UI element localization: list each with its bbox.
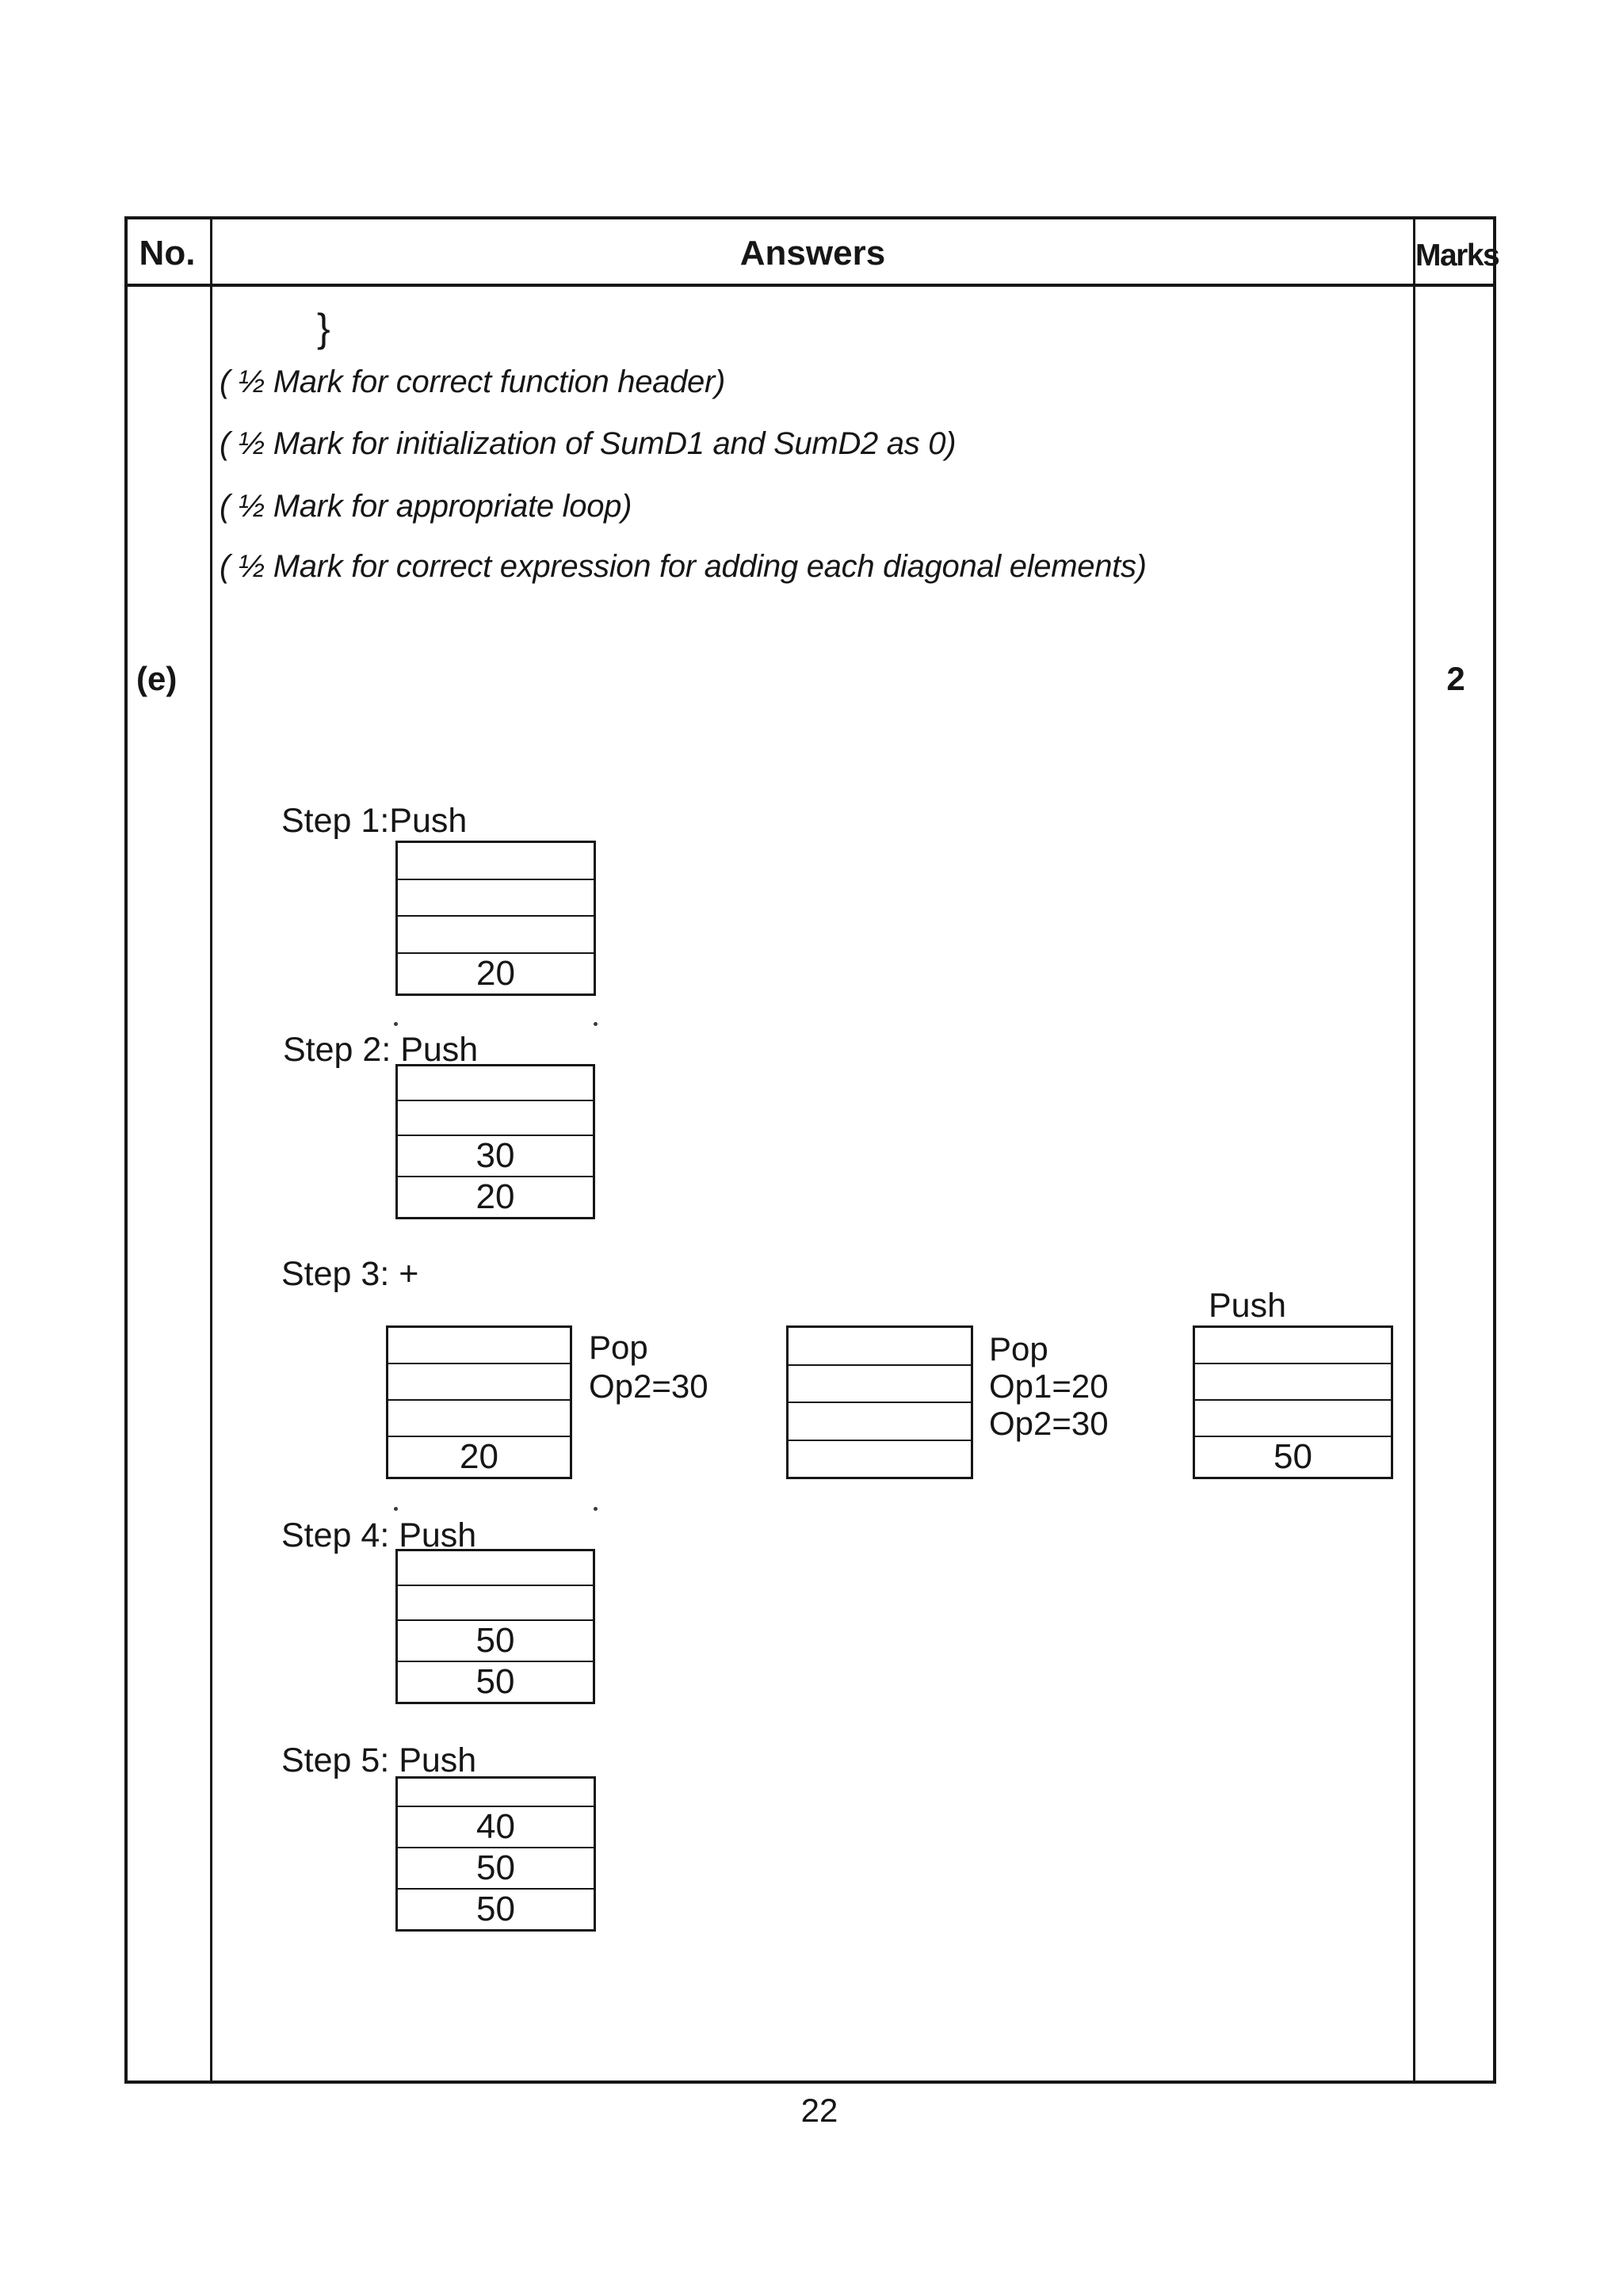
- stack-cell: 30: [398, 1135, 593, 1176]
- stack-cell: 20: [398, 952, 594, 994]
- table-border: [124, 216, 1496, 2084]
- stack-cell: 50: [398, 1661, 593, 1702]
- stack-cell: [398, 1585, 593, 1619]
- stack-cell: [398, 843, 594, 879]
- stack-cell: [388, 1399, 570, 1436]
- header-bottom-border: [124, 284, 1496, 287]
- column-header-no: No.: [139, 234, 196, 273]
- step-3-stack-left: 20: [386, 1325, 572, 1479]
- pop-label: Pop: [589, 1329, 648, 1366]
- step-1-stack: 20: [395, 841, 596, 996]
- stack-cell: [398, 915, 594, 952]
- op-label: Op2=30: [989, 1405, 1109, 1442]
- page-number: 22: [800, 2092, 838, 2129]
- criteria-line: ( ½ Mark for correct expression for addi…: [220, 549, 1147, 584]
- scan-artifact-dot: [394, 1022, 398, 1026]
- stack-cell: [789, 1363, 971, 1402]
- pop-label: Pop: [989, 1330, 1048, 1367]
- column-header-answers: Answers: [739, 234, 886, 273]
- step-3-stack-right: 50: [1193, 1325, 1393, 1479]
- step-4-label: Step 4: Push: [281, 1516, 477, 1554]
- stack-cell: [398, 1779, 594, 1806]
- stack-cell: [398, 1066, 593, 1100]
- stack-cell: 20: [388, 1436, 570, 1477]
- stack-cell: [1195, 1328, 1391, 1363]
- op-label: Op1=20: [989, 1367, 1109, 1405]
- step-5-label: Step 5: Push: [281, 1741, 477, 1779]
- stack-cell: [789, 1402, 971, 1440]
- step-2-label: Step 2: Push: [283, 1031, 479, 1069]
- stack-cell: [1195, 1363, 1391, 1399]
- column-header-marks: Marks: [1415, 238, 1500, 273]
- step-3-left-pop-labels: Pop Op2=30: [589, 1328, 708, 1405]
- marks-value: 2: [1446, 660, 1465, 697]
- criteria-line: ( ½ Mark for initialization of SumD1 and…: [220, 426, 957, 461]
- stack-cell: [1195, 1399, 1391, 1436]
- stack-cell: [398, 1551, 593, 1585]
- stack-cell: 50: [1195, 1436, 1391, 1477]
- stack-cell: [388, 1363, 570, 1399]
- criteria-line: ( ½ Mark for correct function header): [220, 364, 726, 399]
- stack-cell: 50: [398, 1847, 594, 1888]
- step-5-stack: 40 50 50: [395, 1776, 596, 1932]
- stack-cell: 50: [398, 1888, 594, 1929]
- stack-cell: [398, 1100, 593, 1135]
- stack-cell: 40: [398, 1806, 594, 1847]
- scan-artifact-dot: [594, 1507, 598, 1511]
- column-divider-marks: [1413, 216, 1415, 2084]
- criteria-line: ( ½ Mark for appropriate loop): [220, 489, 632, 524]
- scan-artifact-dot: [594, 1022, 598, 1026]
- column-divider-no: [210, 216, 212, 2084]
- stack-cell: [789, 1328, 971, 1364]
- stack-cell: 50: [398, 1619, 593, 1661]
- step-3-middle-pop-labels: Pop Op1=20 Op2=30: [989, 1330, 1109, 1442]
- step-3-label: Step 3: +: [281, 1255, 419, 1293]
- stack-cell: [398, 878, 594, 916]
- step-3-stack-middle: [786, 1325, 973, 1479]
- closing-brace: }: [317, 306, 330, 350]
- stack-cell: [388, 1328, 570, 1363]
- step-2-stack: 30 20: [395, 1064, 595, 1219]
- step-4-stack: 50 50: [395, 1549, 595, 1704]
- stack-cell: 20: [398, 1176, 593, 1217]
- op-label: Op2=30: [589, 1367, 708, 1405]
- step-3-push-label: Push: [1209, 1287, 1287, 1325]
- scan-artifact-dot: [394, 1507, 398, 1511]
- stack-cell: [789, 1439, 971, 1478]
- question-number: (e): [136, 660, 178, 697]
- step-1-label: Step 1:Push: [281, 802, 468, 840]
